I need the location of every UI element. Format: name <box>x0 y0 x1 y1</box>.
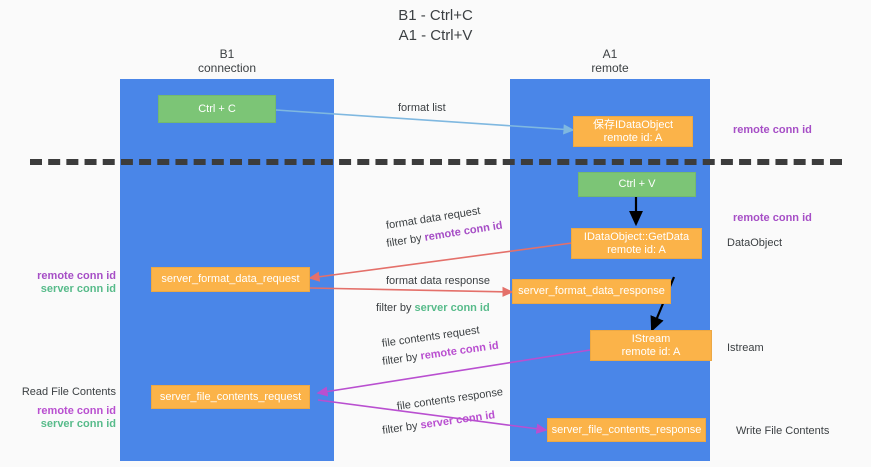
node-server-file-contents-response[interactable]: server_file_contents_response <box>547 418 706 442</box>
annotation-dataobject: DataObject <box>727 237 783 249</box>
edge-label-format-list: format list <box>398 102 446 114</box>
annotation-left-remote-conn-id-mid: remote conn id <box>37 270 116 282</box>
node-idataobject-getdata[interactable]: IDataObject::GetData remote id: A <box>571 228 702 259</box>
connector-format-data-response <box>309 286 514 297</box>
annotation-remote-conn-id-top: remote conn id <box>733 124 812 136</box>
annotation-write-file-contents: Write File Contents <box>736 425 830 437</box>
annotation-left-server-conn-id-mid: server conn id <box>40 283 116 295</box>
annotation-read-file-contents: Read File Contents <box>21 386 116 398</box>
node-ctrl-v[interactable]: Ctrl + V <box>578 172 696 197</box>
annotation-istream: Istream <box>727 342 764 354</box>
column-header-b1: B1 connection <box>197 47 257 75</box>
node-server-format-data-response[interactable]: server_format_data_response <box>512 279 671 304</box>
annotation-remote-conn-id-mid: remote conn id <box>733 212 812 224</box>
edge-label-format-data-response: format data response <box>386 275 490 287</box>
diagram-title: B1 - Ctrl+C A1 - Ctrl+V <box>398 7 473 44</box>
filter-key-server-conn-id: server conn id <box>414 302 490 314</box>
edge-label-format-data-response-filter: filter by server conn id <box>376 298 490 316</box>
annotation-left-server-conn-id-bot: server conn id <box>40 418 116 430</box>
filter-prefix: filter by <box>381 419 422 437</box>
column-header-a1: A1 remote <box>591 47 629 75</box>
filter-prefix: filter by <box>376 302 415 314</box>
filter-prefix: filter by <box>385 231 426 250</box>
node-save-idataobject[interactable]: 保存IDataObject remote id: A <box>573 116 693 147</box>
node-ctrl-c[interactable]: Ctrl + C <box>158 95 276 123</box>
node-server-file-contents-request[interactable]: server_file_contents_request <box>151 385 310 409</box>
node-server-format-data-request[interactable]: server_format_data_request <box>151 267 310 292</box>
annotation-left-remote-conn-id-bot: remote conn id <box>37 405 116 417</box>
filter-prefix: filter by <box>381 350 422 368</box>
node-istream[interactable]: IStream remote id: A <box>590 330 712 361</box>
phase-divider <box>30 159 842 165</box>
